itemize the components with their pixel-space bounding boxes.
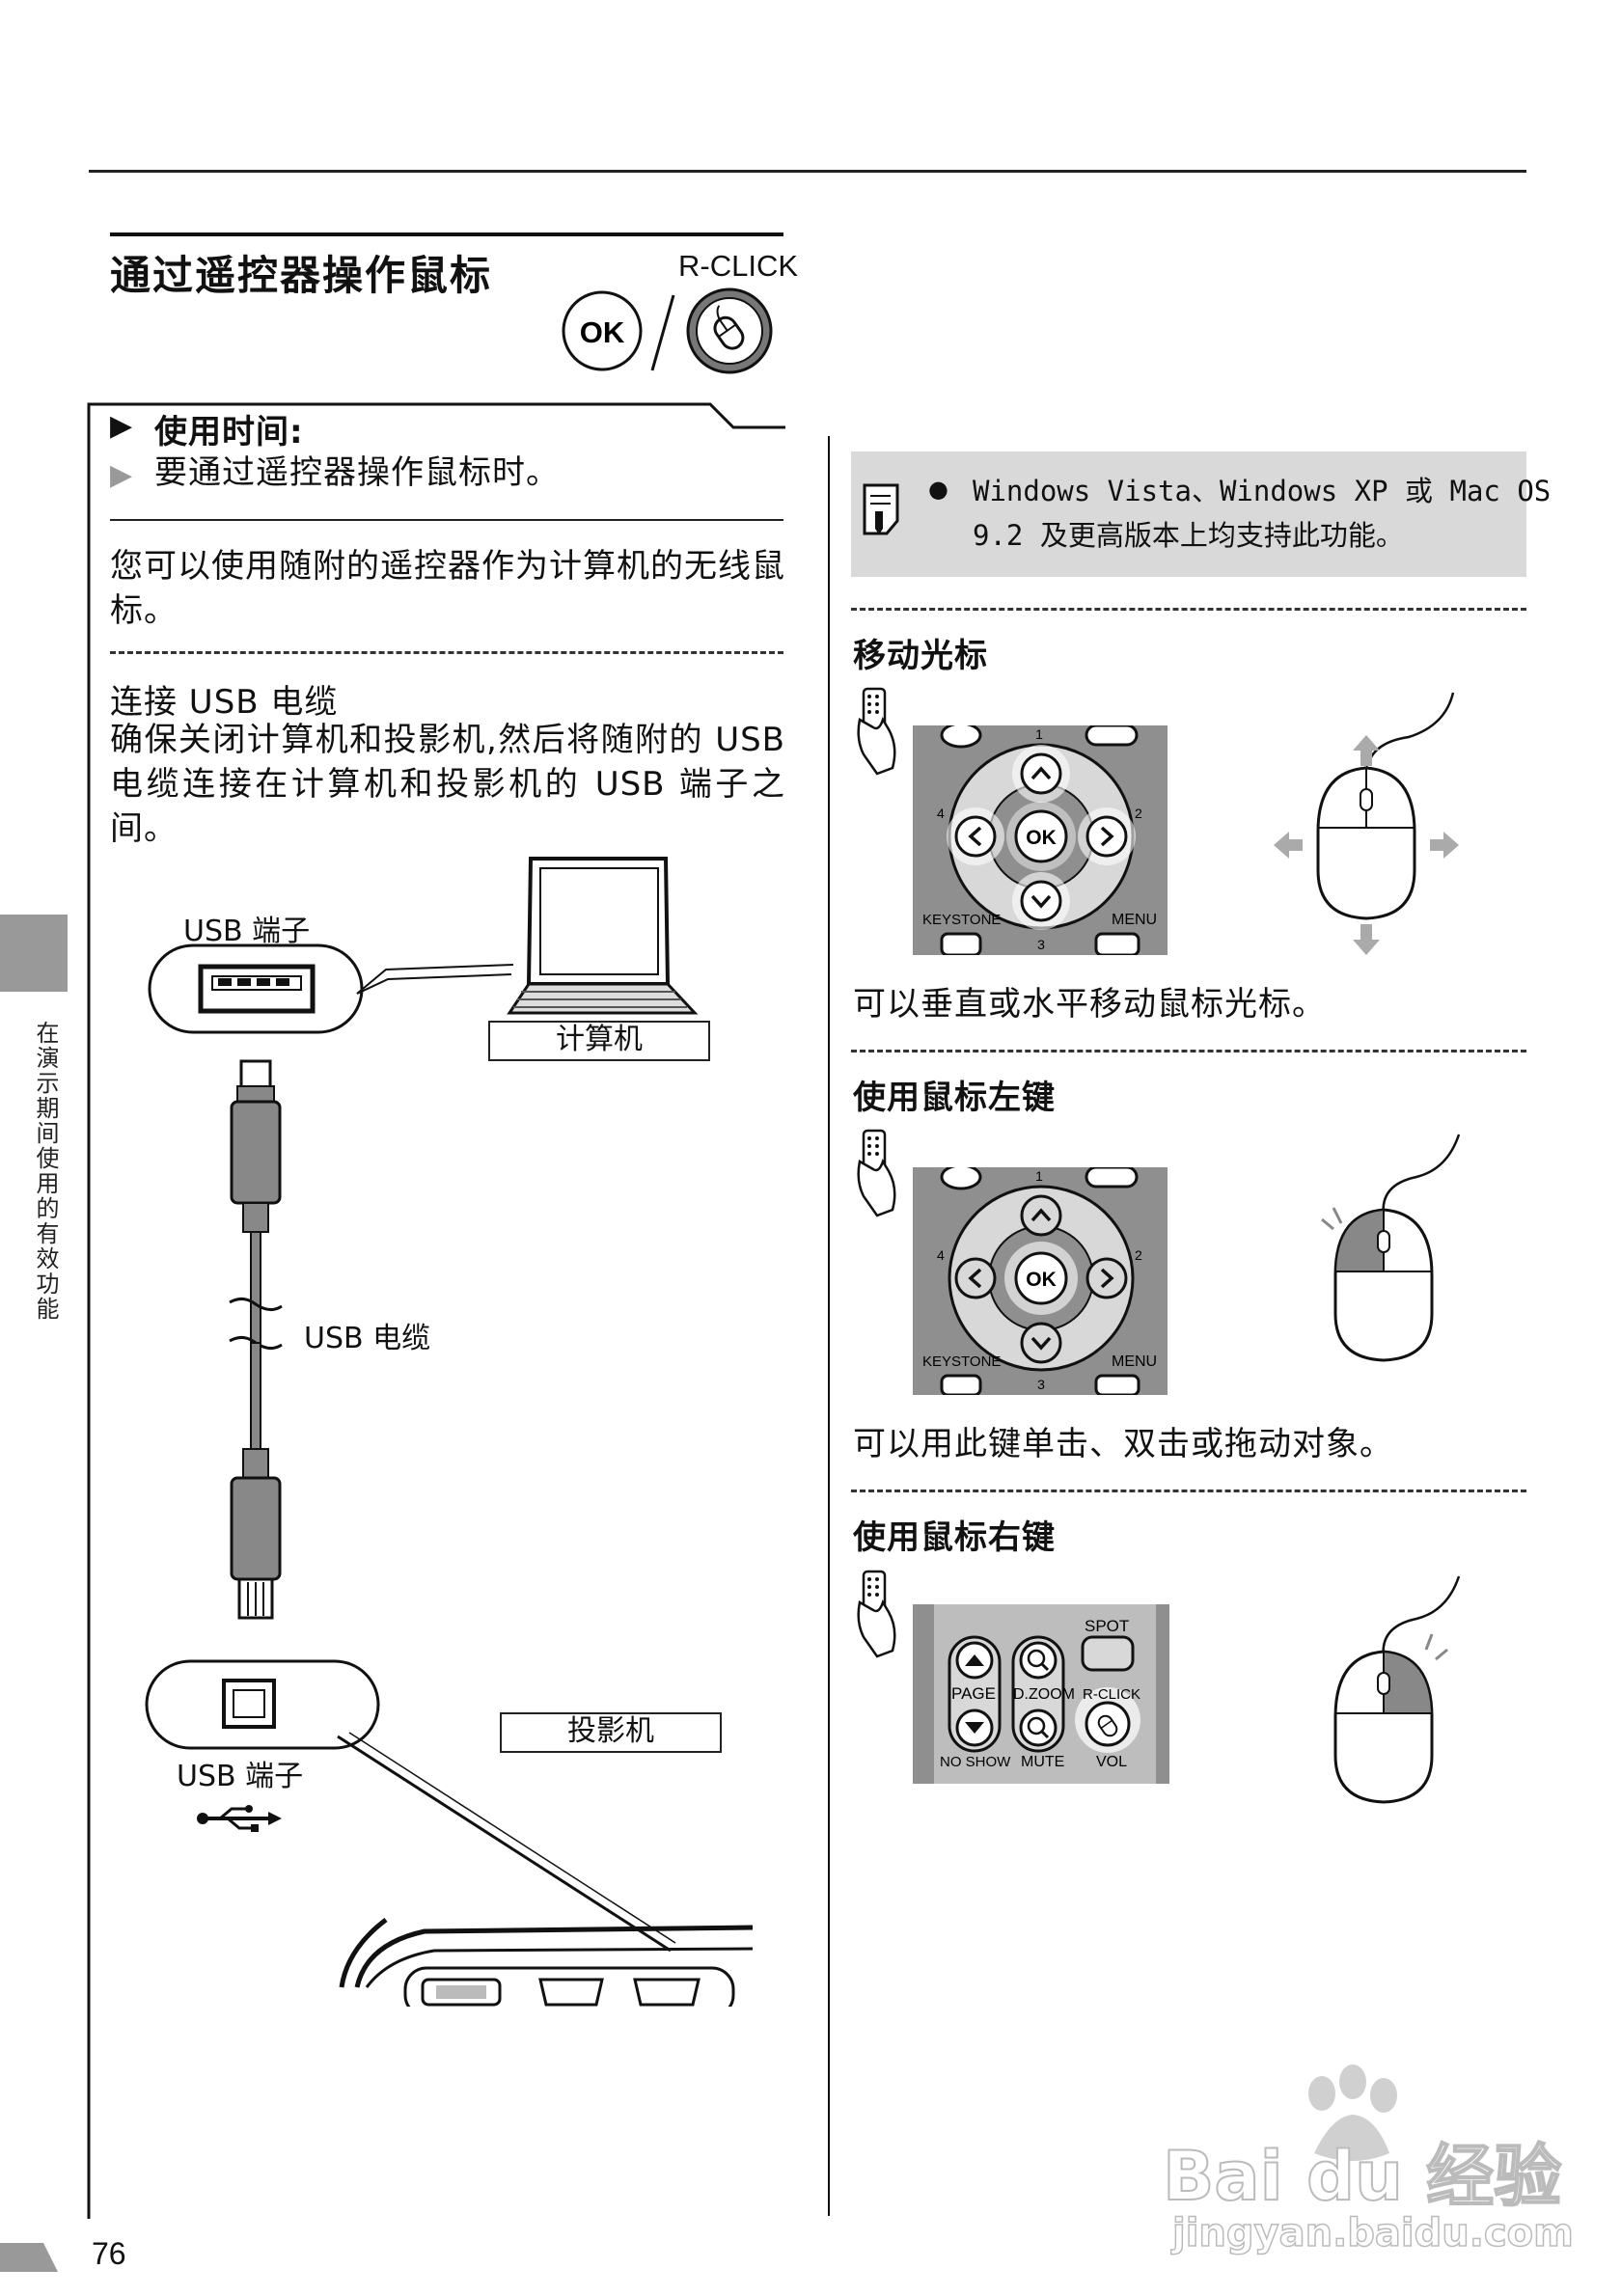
left-heading: 使用鼠标左键 — [853, 1079, 1056, 1117]
svg-text:2: 2 — [1135, 1247, 1142, 1263]
section-title-rule — [110, 232, 783, 236]
ok-button-label: OK — [1026, 1269, 1057, 1291]
svg-text:3: 3 — [1037, 937, 1045, 952]
watermark-url: jingyan.baidu.com — [1171, 2210, 1574, 2256]
connect-body: 确保关闭计算机和投影机,然后将随附的 USB 电缆连接在计算机和投影机的 USB… — [110, 721, 785, 848]
usb-symbol-icon — [197, 1805, 282, 1832]
note-line-1: Windows Vista、Windows XP 或 Mac OS — [973, 475, 1552, 507]
svg-text:D.ZOOM: D.ZOOM — [1013, 1686, 1075, 1703]
svg-text:MUTE: MUTE — [1021, 1754, 1064, 1770]
page-number: 76 — [92, 2236, 126, 2271]
mouse-move-illustration — [1274, 692, 1459, 955]
laptop-illustration — [507, 857, 699, 1015]
when-item: 要通过遥控器操作鼠标时。 — [154, 453, 560, 492]
svg-text:4: 4 — [937, 806, 945, 821]
divider-intro — [110, 651, 783, 654]
when-box-frame — [87, 402, 785, 2219]
top-rule — [89, 170, 1526, 173]
intro-text: 您可以使用随附的遥控器作为计算机的无线鼠标。 — [110, 547, 785, 630]
remote-hand-icon — [857, 1570, 896, 1658]
projector-illustration — [339, 1918, 753, 2007]
svg-text:KEYSTONE: KEYSTONE — [922, 1353, 1001, 1370]
note-icon — [863, 483, 899, 535]
when-heading: 使用时间: — [154, 413, 304, 451]
svg-text:1: 1 — [1035, 1168, 1043, 1184]
section-title: 通过遥控器操作鼠标 — [110, 252, 493, 299]
svg-text:2: 2 — [1135, 806, 1142, 821]
divider-right — [851, 1490, 1526, 1492]
remote-hand-icon — [857, 687, 896, 776]
page-number-tab — [0, 2243, 58, 2272]
computer-label: 计算机 — [488, 1021, 710, 1061]
usb-cable-label: USB 电缆 — [304, 1322, 431, 1355]
svg-text:1: 1 — [1035, 726, 1043, 742]
svg-text:4: 4 — [937, 1247, 945, 1263]
side-tab-block — [0, 915, 68, 992]
ok-rclick-icons: OK — [562, 287, 773, 374]
side-tab-text: 在演示期间使用的有效功能 — [32, 1021, 59, 1322]
remote-dpad-left-click: OK 1 2 3 4 KEYSTONE MENU — [913, 1167, 1168, 1395]
when-rule — [110, 519, 783, 521]
when-item-arrow: ▶ — [110, 458, 133, 492]
svg-text:MENU: MENU — [1112, 912, 1157, 928]
move-caption: 可以垂直或水平移动鼠标光标。 — [853, 985, 1326, 1024]
svg-text:R-CLICK: R-CLICK — [1083, 1686, 1140, 1703]
watermark-brand: Bai du 经验 — [1162, 2136, 1562, 2217]
mouse-right-click-illustration — [1333, 1575, 1461, 1804]
mouse-left-click-illustration — [1321, 1134, 1461, 1362]
usb-port-label-top: USB 端子 — [183, 915, 311, 948]
when-heading-arrow: ▶ — [110, 409, 133, 443]
connect-heading: 连接 USB 电缆 — [110, 683, 339, 722]
note-line-2: 9.2 及更高版本上均支持此功能。 — [973, 519, 1404, 552]
remote-hand-icon — [857, 1129, 896, 1217]
divider-left — [851, 1050, 1526, 1052]
svg-text:KEYSTONE: KEYSTONE — [922, 912, 1001, 928]
remote-rclick-panel: SPOT PAGE D.ZOOM R-CLICK NO SHOW MUTE VO… — [913, 1604, 1169, 1784]
svg-text:VOL: VOL — [1096, 1754, 1127, 1770]
usb-connection-diagram — [145, 857, 753, 2007]
column-divider — [828, 436, 830, 2216]
rclick-label: R-CLICK — [678, 249, 799, 283]
ok-icon-text: OK — [580, 315, 625, 349]
svg-text:3: 3 — [1037, 1377, 1045, 1392]
note-box — [851, 451, 1526, 577]
left-caption: 可以用此键单击、双击或拖动对象。 — [853, 1425, 1393, 1463]
ok-button-label: OK — [1026, 827, 1057, 849]
svg-text:SPOT: SPOT — [1085, 1617, 1129, 1635]
svg-text:NO SHOW: NO SHOW — [940, 1754, 1011, 1770]
baidu-paw-logo — [1308, 2064, 1397, 2161]
svg-text:PAGE: PAGE — [951, 1684, 996, 1703]
usb-port-label-bottom: USB 端子 — [177, 1760, 304, 1793]
projector-label: 投影机 — [500, 1712, 722, 1753]
divider-move — [851, 608, 1526, 611]
remote-dpad-move: OK 1 2 3 4 KEYSTONE MENU — [913, 725, 1168, 955]
move-heading: 移动光标 — [853, 637, 988, 675]
svg-text:MENU: MENU — [1112, 1353, 1157, 1370]
note-bullet: ● — [928, 476, 948, 503]
right-heading: 使用鼠标右键 — [853, 1518, 1056, 1557]
